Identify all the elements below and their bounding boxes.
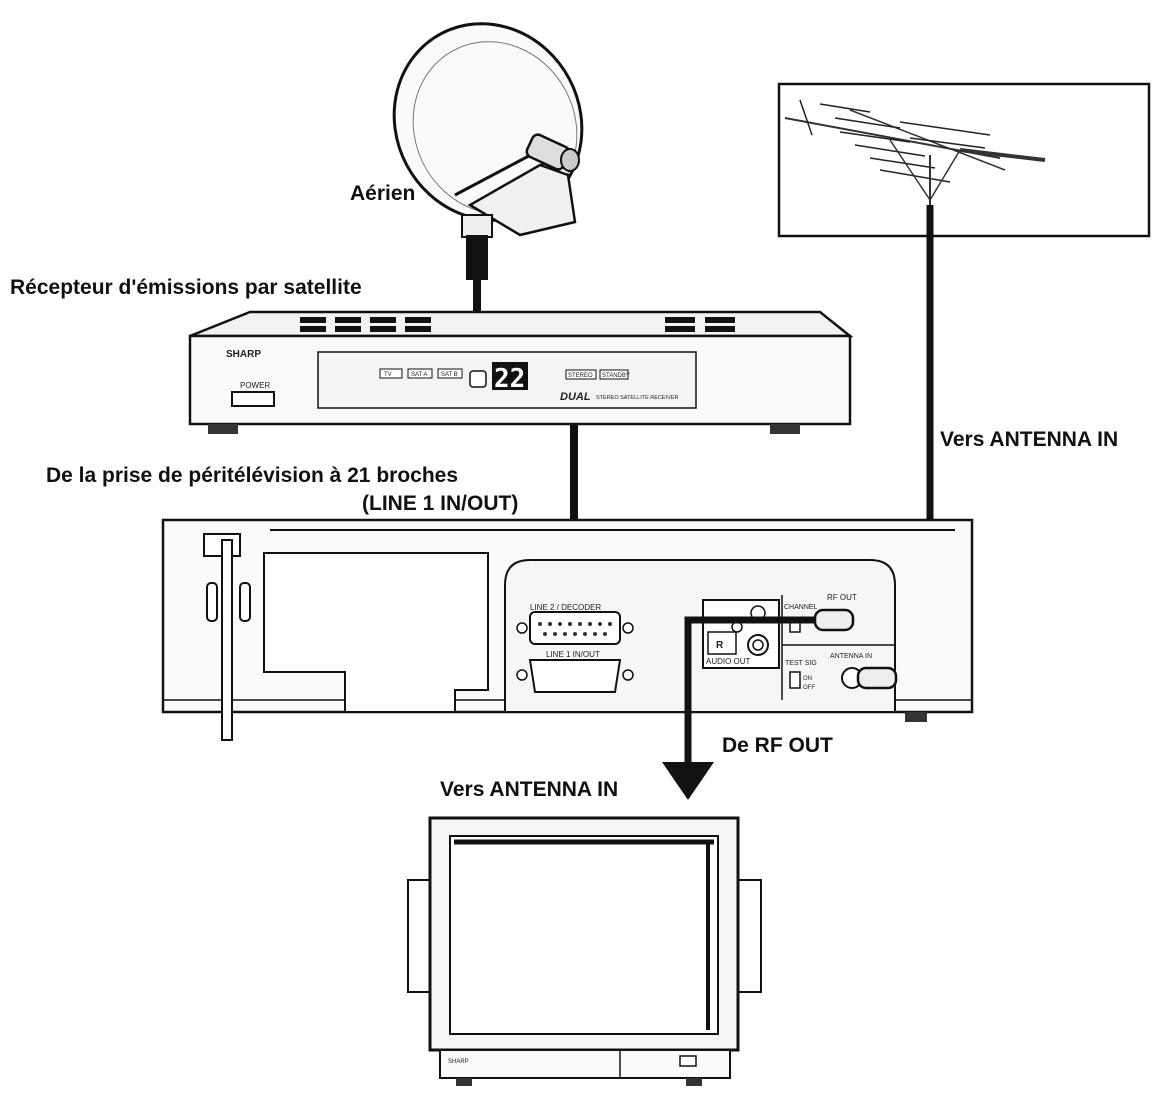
label-to-antenna-in-vcr: Vers ANTENNA IN [940,428,1119,451]
rf-out-cable [684,616,815,765]
tv-antenna [777,82,1151,238]
label-satellite-receiver: Récepteur d'émissions par satellite [10,276,362,299]
vcr-rear-panel: LINE 2 / DECODER LINE 1 IN/OUT R AUDIO O… [161,518,974,741]
vcr-on-label: ON [803,676,812,682]
label-scart-line1: De la prise de péritélévision à 21 broch… [46,464,459,487]
receiver-brand: SHARP [226,349,261,360]
receiver-btn-stereo: STEREO [568,373,593,379]
label-scart-line2: (LINE 1 IN/OUT) [362,492,519,515]
label-to-antenna-in-tv: Vers ANTENNA IN [440,778,619,801]
label-from-rf-out: De RF OUT [722,734,833,757]
vcr-off-label: OFF [803,685,815,691]
vcr-audio-out-label: AUDIO OUT [706,657,751,666]
receiver-model: DUAL [560,391,591,403]
vcr-line2-label: LINE 2 / DECODER [530,603,601,612]
receiver-btn-sat-a: SAT A [411,372,427,378]
receiver-btn-standby: STANDBY [602,373,630,379]
receiver-power-label: POWER [240,381,270,390]
dish-cable [473,278,481,313]
satellite-dish [392,22,584,280]
vcr-test-sig-label: TEST SIG [785,660,817,667]
arrow-down-icon [662,762,714,800]
label-aerial: Aérien [350,182,416,205]
tv-brand: SHARP [448,1059,469,1065]
vcr-audio-r-label: R [716,640,724,651]
television: SHARP [407,816,762,1086]
vcr-rf-out-label: RF OUT [827,593,857,602]
receiver-btn-sat-b: SAT B [441,372,458,378]
vcr-line1-label: LINE 1 IN/OUT [546,650,600,659]
receiver-display: 22 [494,364,525,394]
vcr-channel-label: CHANNEL [784,604,818,611]
vcr-antenna-in-label: ANTENNA IN [830,653,872,660]
satellite-receiver: SHARP POWER TV SAT A SAT B 22 STEREO STA… [188,310,854,434]
receiver-model-sub: STEREO SATELLITE RECEIVER [596,395,678,401]
receiver-btn-tv: TV [384,372,392,378]
